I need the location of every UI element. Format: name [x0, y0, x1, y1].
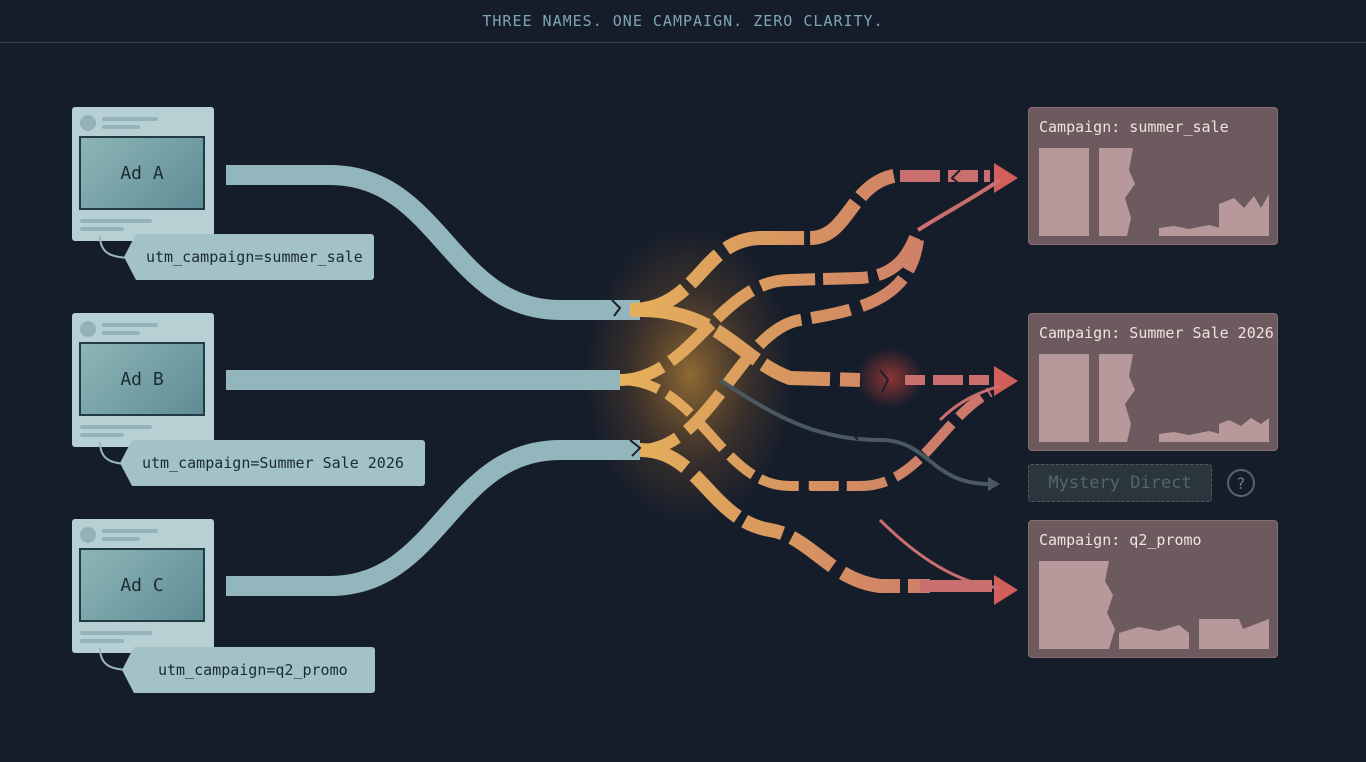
mystery-direct-box: Mystery Direct: [1028, 464, 1212, 502]
footer-line: [80, 219, 152, 223]
crack-marks: [611, 169, 963, 493]
footer-line: [80, 227, 124, 231]
report-title: Campaign: summer_sale: [1039, 118, 1229, 136]
utm-tag-a: utm_campaign=summer_sale: [124, 234, 374, 280]
ad-creative: Ad B: [79, 342, 205, 416]
tangled-ribbons: [619, 168, 993, 593]
ad-creative: Ad C: [79, 548, 205, 622]
error-glow: [856, 348, 924, 408]
report-title: Campaign: q2_promo: [1039, 531, 1202, 549]
report-graphic: [1039, 354, 1269, 442]
report-title: Campaign: Summer Sale 2026: [1039, 324, 1274, 342]
ad-card-c: Ad C: [72, 519, 214, 653]
ad-label: Ad C: [120, 574, 164, 596]
report-summer-sale-2026: Campaign: Summer Sale 2026: [1028, 313, 1278, 451]
ad-card-b: Ad B: [72, 313, 214, 447]
avatar: [80, 321, 96, 337]
footer-line: [80, 433, 124, 437]
header-line: [102, 537, 140, 541]
avatar: [80, 115, 96, 131]
header-line: [102, 117, 158, 121]
help-glyph: ?: [1236, 473, 1246, 493]
utm-tag-c: utm_campaign=q2_promo: [122, 647, 375, 693]
footer-line: [80, 631, 152, 635]
stream-ad-a: [226, 165, 640, 320]
mystery-label: Mystery Direct: [1048, 473, 1192, 493]
help-icon: ?: [1227, 469, 1255, 497]
report-graphic: [1039, 148, 1269, 236]
ad-label: Ad A: [120, 162, 164, 184]
stream-ad-c: [226, 440, 640, 596]
header: THREE NAMES. ONE CAMPAIGN. ZERO CLARITY.: [0, 0, 1366, 43]
ad-card-a: Ad A: [72, 107, 214, 241]
ad-creative: Ad A: [79, 136, 205, 210]
footer-line: [80, 425, 152, 429]
report-summer-sale: Campaign: summer_sale: [1028, 107, 1278, 245]
destination-arrows: [878, 163, 1018, 605]
footer-line: [80, 639, 124, 643]
mystery-arrowhead: [988, 477, 1000, 491]
report-q2-promo: Campaign: q2_promo: [1028, 520, 1278, 658]
utm-tag-b: utm_campaign=Summer Sale 2026: [120, 440, 425, 486]
header-line: [102, 125, 140, 129]
avatar: [80, 527, 96, 543]
report-graphic: [1039, 561, 1269, 649]
header-line: [102, 331, 140, 335]
diagram-title: THREE NAMES. ONE CAMPAIGN. ZERO CLARITY.: [482, 12, 884, 30]
header-line: [102, 323, 158, 327]
mystery-path: [718, 378, 991, 486]
ad-label: Ad B: [120, 368, 164, 390]
header-line: [102, 529, 158, 533]
